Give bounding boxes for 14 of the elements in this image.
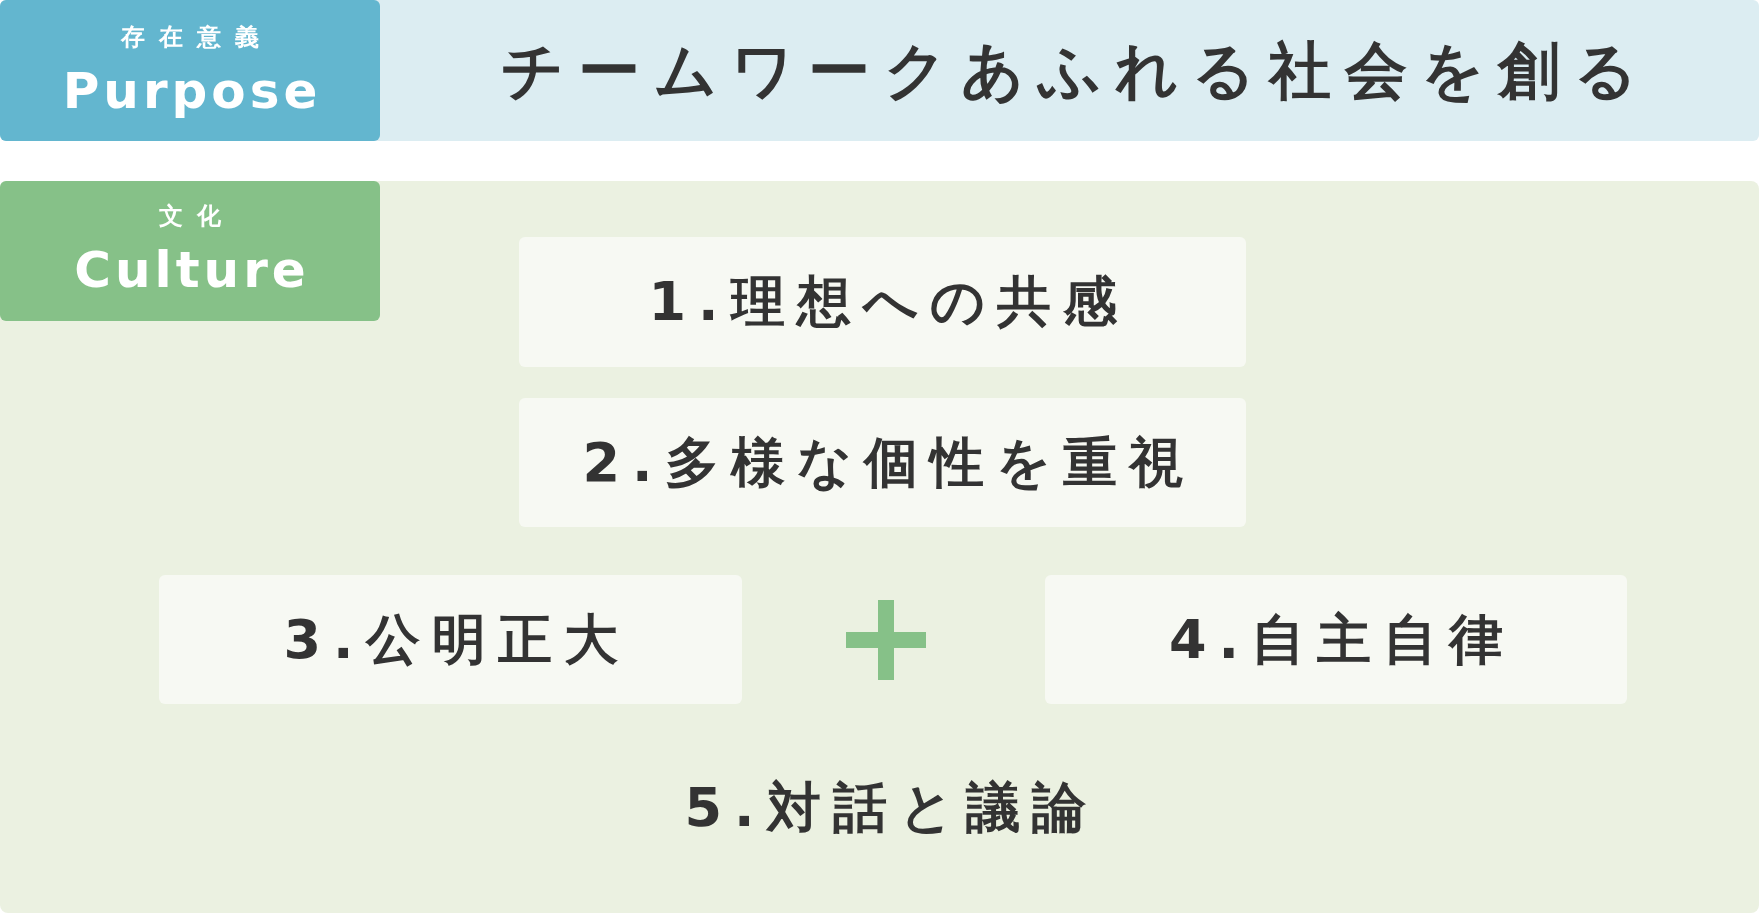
value-text: 2.多様な個性を重視 — [581, 430, 1195, 495]
value-text: 1.理想への共感 — [647, 269, 1129, 335]
purpose-banner — [0, 0, 1759, 141]
tab-title: Purpose — [61, 61, 322, 121]
purpose-tab — [0, 0, 380, 141]
tab-subtitle: 存在意義 — [119, 22, 273, 52]
value-text: 5.対話と議論 — [683, 775, 1098, 841]
value-text: 4.自主自律 — [1167, 607, 1516, 672]
culture-panel — [0, 181, 1759, 913]
culture-tab — [0, 181, 380, 321]
purpose-statement: チームワークあふれる社会を創る — [500, 33, 1651, 109]
tab-title: Culture — [73, 240, 310, 300]
value-text: 3.公明正大 — [282, 607, 630, 672]
tab-subtitle: 文化 — [158, 201, 235, 231]
